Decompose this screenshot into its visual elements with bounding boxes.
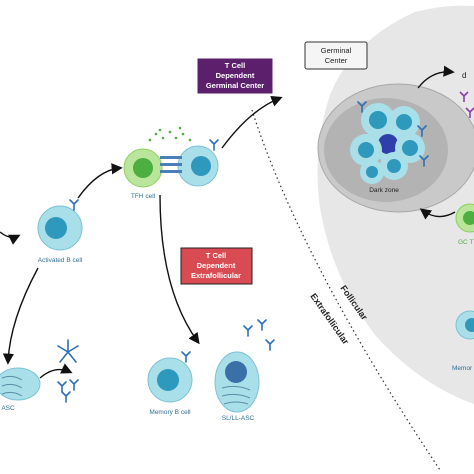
- td-gc-line3: Germinal Center: [206, 81, 264, 90]
- td-ef-line1: T Cell: [206, 251, 226, 260]
- activated-b-cell-label: Activated B cell: [38, 257, 83, 264]
- sl-ll-asc-label: SL/LL-ASC: [222, 415, 255, 422]
- germinal-center-line2: Center: [325, 56, 348, 65]
- arrows: [0, 65, 456, 379]
- td-germinal-center-box: T Cell Dependent Germinal Center: [196, 57, 274, 95]
- td-gc-line2: Dependent: [216, 71, 255, 80]
- top-right-partial: d: [459, 71, 474, 118]
- top-right-partial-label: d: [462, 71, 466, 80]
- td-gc-line1: T Cell: [225, 61, 245, 70]
- asc-left-label: ASC: [1, 405, 15, 412]
- arrow-tfh-down: [159, 194, 200, 345]
- arrow-activated-to-tfh: [77, 163, 123, 199]
- secreted-antibodies-left: [57, 339, 79, 403]
- memory-b-cell-label: Memory B cell: [149, 409, 191, 416]
- arrow-tfh-to-gc: [221, 95, 283, 149]
- secreted-antibodies-right: [243, 319, 275, 351]
- cytokine-dots: [148, 126, 192, 142]
- germinal-center-box: Germinal Center: [304, 41, 368, 70]
- tfh-b-conjugate: TFH cell: [123, 126, 219, 200]
- gc-t-cell-partial: GC T: [455, 203, 474, 246]
- tfh-cell-label: TFH cell: [131, 193, 156, 200]
- activated-b-cell: Activated B cell: [37, 199, 83, 264]
- memory-b-cell-partial: Memor: [452, 310, 474, 372]
- sl-ll-asc-cell: SL/LL-ASC: [214, 351, 260, 422]
- td-ef-line3: Extrafollicular: [191, 271, 241, 280]
- germinal-center-line1: Germinal: [321, 46, 352, 55]
- pentamer-igm: [57, 339, 79, 363]
- extrafollicular-label: Extrafollicular: [308, 291, 351, 346]
- arrow-asc-to-antibody: [39, 363, 73, 379]
- memory-partial-label: Memor: [452, 365, 473, 372]
- arrow-gc-top: [417, 65, 455, 89]
- td-extrafollicular-box: T Cell Dependent Extrafollicular: [180, 247, 253, 285]
- arrow-naive-to-activated: [0, 231, 21, 245]
- dark-zone-label: Dark zone: [369, 187, 399, 194]
- arrow-activated-to-asc: [2, 267, 39, 365]
- memory-b-cell: Memory B cell: [147, 351, 193, 416]
- asc-left: ASC: [0, 367, 41, 412]
- td-ef-line2: Dependent: [197, 261, 236, 270]
- gc-b-cell-cluster: Dark zone: [350, 101, 429, 194]
- arrow-gc-return: [419, 208, 456, 220]
- gc-t-label: GC T: [458, 239, 473, 246]
